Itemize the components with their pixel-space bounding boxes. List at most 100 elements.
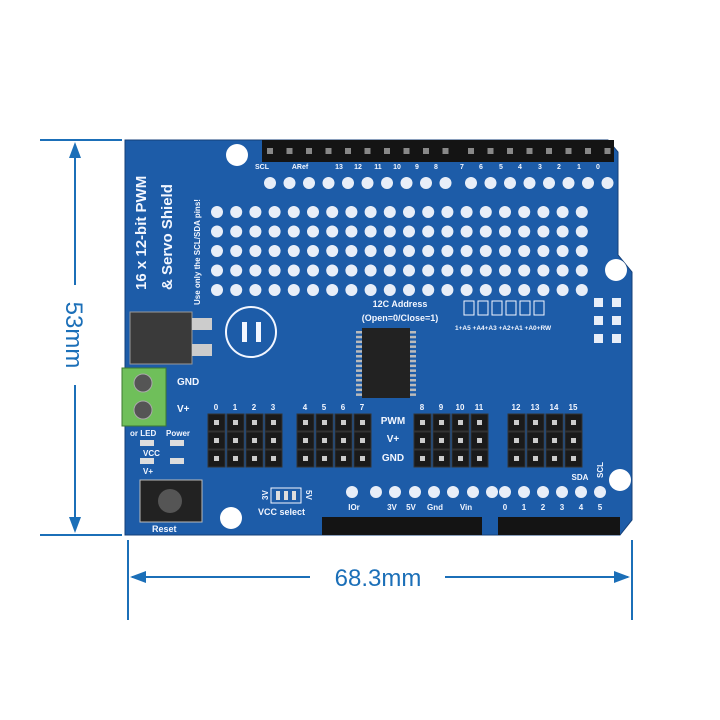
servo-pin — [322, 456, 327, 461]
servo-pin — [458, 420, 463, 425]
pin-hole — [346, 486, 358, 498]
bottom-pin-holes — [346, 486, 606, 498]
pin-hole — [264, 177, 276, 189]
proto-hole — [556, 245, 569, 257]
proto-hole — [249, 245, 262, 257]
power-pin-label: IOr — [348, 503, 360, 512]
proto-hole — [422, 245, 435, 257]
servo-pin — [233, 456, 238, 461]
proto-hole — [249, 225, 262, 238]
proto-hole — [556, 284, 569, 296]
row-label-pwm: PWM — [381, 416, 405, 427]
icsp-pad — [594, 298, 603, 307]
analog-pin-label: 4 — [579, 503, 584, 512]
chip-pin — [356, 335, 362, 339]
proto-hole — [326, 284, 339, 296]
proto-hole — [230, 206, 243, 218]
proto-hole — [268, 225, 281, 238]
header-pin — [364, 148, 371, 154]
address-jumper — [533, 300, 545, 316]
proto-hole — [537, 225, 550, 238]
channel-label: 13 — [531, 403, 540, 412]
header-pin — [306, 148, 312, 154]
pin-hole — [486, 486, 498, 498]
terminal-label-vplus: V+ — [177, 404, 190, 415]
pin-hole — [381, 177, 393, 189]
row-label-gnd: GND — [382, 453, 404, 464]
header-pin — [585, 148, 591, 154]
pin-hole — [562, 177, 575, 189]
servo-pin — [233, 420, 238, 425]
height-label: 53mm — [60, 302, 87, 369]
servo-pin — [477, 456, 482, 461]
proto-hole — [460, 225, 473, 238]
header-pin — [423, 148, 429, 154]
reset-label: Reset — [152, 524, 177, 534]
pin-hole — [537, 486, 549, 498]
proto-hole — [575, 264, 588, 277]
header-pin — [526, 148, 533, 154]
icsp-pads — [594, 298, 621, 343]
reset-button-cap[interactable] — [158, 489, 182, 513]
proto-hole — [479, 225, 492, 238]
chip-pin — [410, 374, 416, 377]
servo-pin — [533, 438, 538, 443]
chip-pin — [356, 374, 362, 377]
chip-pin — [410, 388, 416, 392]
address-jumpers — [463, 300, 545, 316]
proto-hole — [499, 245, 511, 257]
proto-hole — [556, 225, 569, 238]
top-pin-label: 6 — [479, 164, 483, 171]
pin-hole — [447, 486, 459, 498]
chip-pin — [410, 355, 416, 358]
proto-hole — [499, 225, 511, 238]
led-label: Power — [166, 429, 190, 438]
chip-pin — [356, 340, 362, 344]
chip-pin — [356, 369, 362, 372]
header-pin — [325, 148, 332, 154]
scl-label: SCL — [596, 462, 605, 478]
vcc-select-jumper[interactable] — [270, 487, 302, 504]
header-pin — [345, 148, 351, 154]
jumper-pad — [284, 491, 288, 500]
pwm-controller-chip — [362, 328, 410, 398]
board-title-line1: 16 x 12-bit PWM — [133, 176, 150, 290]
mounting-hole — [220, 507, 242, 529]
icsp-pad — [612, 316, 621, 325]
proto-hole — [326, 245, 339, 257]
analog-header — [498, 517, 620, 535]
proto-hole — [364, 206, 377, 218]
proto-hole — [537, 284, 550, 296]
top-pin-label: 12 — [354, 164, 362, 171]
pin-hole — [556, 486, 568, 498]
proto-hole — [479, 206, 492, 218]
analog-pin-label: 3 — [560, 503, 565, 512]
chip-pin — [410, 345, 416, 348]
header-pin — [384, 148, 390, 154]
top-pin-holes — [264, 148, 614, 189]
top-header — [262, 140, 614, 162]
power-pin-label: Gnd — [427, 503, 443, 512]
proto-hole — [575, 225, 588, 238]
capacitor-outline — [225, 306, 277, 358]
prototype-area — [211, 206, 588, 296]
proto-hole — [575, 245, 588, 257]
proto-hole — [230, 245, 243, 257]
proto-hole — [460, 206, 473, 218]
top-pin-label: 7 — [460, 164, 464, 171]
proto-hole — [479, 245, 492, 257]
channel-label: 5 — [322, 403, 327, 412]
icsp-pad — [594, 334, 603, 343]
servo-pin — [552, 420, 557, 425]
pin-hole — [322, 177, 335, 189]
proto-hole — [441, 206, 454, 218]
proto-hole — [403, 284, 415, 296]
chip-pin — [356, 379, 362, 382]
chip-pin — [356, 393, 362, 396]
proto-hole — [403, 206, 415, 218]
power-header — [322, 517, 482, 535]
terminal-screw — [133, 400, 153, 420]
capacitor-pad — [242, 322, 247, 342]
servo-pin — [533, 420, 538, 425]
